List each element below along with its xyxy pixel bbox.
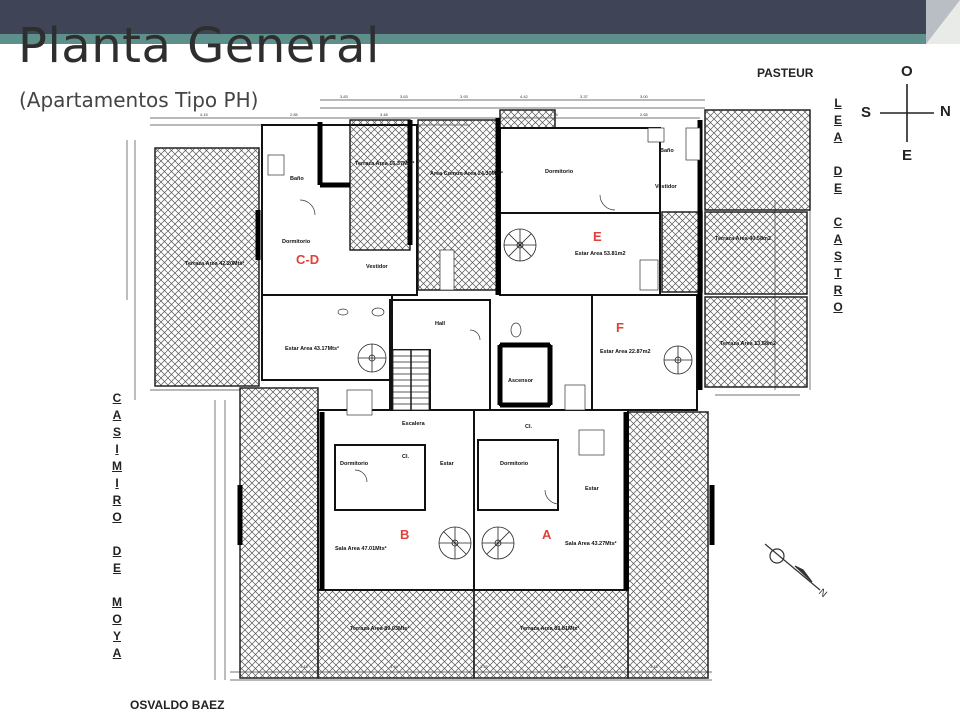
svg-text:3.83: 3.83: [340, 94, 349, 99]
svg-text:3.63: 3.63: [400, 94, 409, 99]
svg-text:3.93: 3.93: [460, 94, 469, 99]
room-label: Dormitorio: [500, 461, 529, 467]
terrace-bottom-right: [473, 589, 629, 679]
fixtures: [267, 127, 701, 456]
compass-rose: [880, 84, 934, 142]
slide-accent-stripe: [0, 34, 960, 44]
terrace-left: [154, 147, 260, 387]
unit-label: A: [542, 527, 552, 542]
unit-label: B: [400, 527, 410, 542]
svg-text:4.15: 4.15: [200, 112, 209, 117]
room-label: Terraza Area 13.58m2: [720, 341, 776, 347]
terrace-bottom-left: [317, 589, 475, 679]
unit-label: F: [616, 320, 624, 335]
unit-label: E: [593, 229, 602, 244]
room-label: Terraza Area 42.20Mts²: [185, 260, 244, 267]
room-label: Estar Area 53.81m2: [575, 251, 626, 257]
compass-north: N: [940, 103, 951, 120]
slide-subtitle: (Apartamentos Tipo PH): [19, 88, 259, 112]
terrace-top: [349, 119, 411, 251]
unit-label: C-D: [296, 252, 320, 267]
svg-text:4.42: 4.42: [520, 94, 529, 99]
room-label: Hall: [435, 321, 446, 327]
slide-top-bar: [0, 0, 960, 34]
doors: [299, 194, 616, 505]
room-label: Terraza Area 16.37Mts²: [355, 160, 414, 167]
thick-walls: [237, 118, 715, 590]
svg-text:3.48: 3.48: [380, 112, 389, 117]
compass-east: E: [902, 147, 913, 164]
street-bottom: OSVALDO BAEZ: [130, 698, 225, 712]
room-label: Cl.: [402, 454, 410, 460]
compass-south: S: [861, 104, 872, 121]
svg-text:3.37: 3.37: [580, 94, 589, 99]
svg-text:2.85: 2.85: [290, 112, 299, 117]
north-arrow: [764, 543, 821, 591]
room-label: Dormitorio: [282, 239, 311, 245]
room-label: Estar Area 22.87m2: [600, 349, 651, 355]
walls: [261, 124, 698, 591]
room-label: Terraza Area 40.58m2: [715, 236, 771, 242]
terraces: [154, 109, 811, 679]
terrace-right-bottom: [704, 296, 808, 388]
room-label: Dormitorio: [340, 461, 369, 467]
room-label: Terraza Area 83.81Mts²: [520, 625, 579, 632]
room-label: Vestidor: [655, 184, 678, 190]
room-label: Escalera: [402, 421, 426, 427]
room-label: Terraza Area 89.03Mts²: [350, 625, 409, 632]
terrace-right-top: [704, 109, 811, 211]
street-top: PASTEUR: [757, 66, 814, 80]
room-label: Ascensor: [508, 378, 534, 384]
room-label: Estar Area 43.17Mts²: [285, 345, 339, 352]
room-label: Estar: [440, 461, 455, 467]
room-label: Sala Area 47.01Mts²: [335, 545, 387, 552]
room-label: Estar: [585, 486, 600, 492]
slide-corner: [926, 0, 960, 44]
terrace-bottom-left-side: [239, 387, 319, 679]
room-label: Vestidor: [366, 264, 389, 270]
room-label: Baño: [290, 176, 304, 182]
svg-text:2.65: 2.65: [640, 112, 649, 117]
compass-west: O: [901, 63, 913, 80]
svg-text:3.00: 3.00: [640, 94, 649, 99]
terrace-bottom-right-side: [627, 411, 709, 679]
room-label: Cl.: [525, 424, 533, 430]
room-label: Sala Area 43.27Mts²: [565, 540, 617, 547]
spiral-stairs: [357, 228, 693, 560]
slide-title: Planta General: [18, 18, 380, 74]
staircase: [392, 349, 430, 411]
common-area: [417, 119, 499, 291]
room-label: Area Comun Area 24.30Mts²: [430, 170, 503, 177]
room-label: Baño: [660, 148, 674, 154]
room-label: Dormitorio: [545, 169, 574, 175]
